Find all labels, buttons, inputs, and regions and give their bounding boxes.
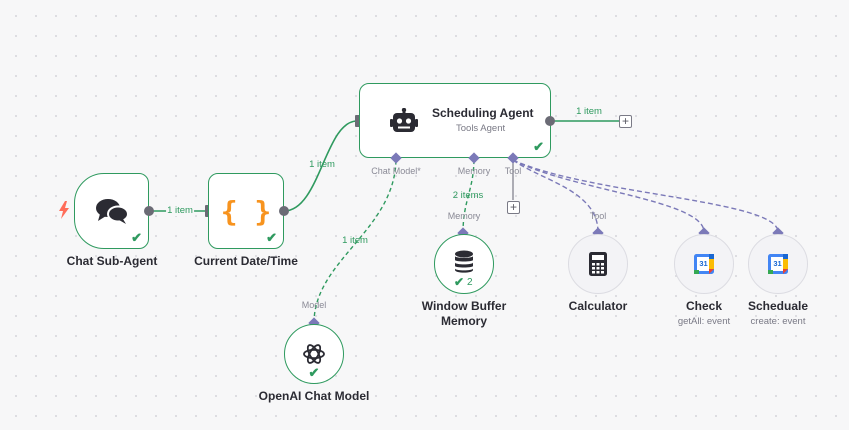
- edge-label-model-link: 1 item: [342, 235, 368, 246]
- success-check-icon: ✔: [454, 275, 465, 289]
- scheduale-node[interactable]: 31: [748, 234, 808, 294]
- memory-label-line1: Window Buffer: [421, 299, 507, 313]
- google-calendar-icon: 31: [694, 254, 714, 274]
- openai-icon: [301, 341, 327, 367]
- calculator-node[interactable]: [568, 234, 628, 294]
- success-check-icon: ✔: [131, 230, 142, 245]
- memory-port-label: Memory: [447, 211, 481, 221]
- agent-output-handle[interactable]: [545, 116, 555, 126]
- edge-memory-link: [462, 157, 475, 234]
- edge-tool-check: [512, 159, 705, 233]
- agent-chat-model-port-label: Chat Model*: [371, 166, 421, 176]
- edge-tool-scheduale: [512, 159, 779, 233]
- check-sublabel: getAll: event: [677, 316, 731, 327]
- google-calendar-icon: 31: [768, 254, 788, 274]
- memory-label-line2: Memory: [440, 314, 488, 328]
- check-node[interactable]: 31: [674, 234, 734, 294]
- agent-memory-port-label: Memory: [457, 166, 491, 176]
- current-date-time-node[interactable]: { } ✔: [208, 173, 284, 249]
- agent-subtitle: Tools Agent: [456, 123, 506, 134]
- current-date-time-label: Current Date/Time: [194, 254, 298, 268]
- chat-bubbles-icon: [95, 197, 129, 225]
- success-check-icon: ✔: [266, 230, 277, 245]
- openai-model-port-label: Model: [301, 300, 327, 310]
- trigger-bolt-icon: [58, 201, 70, 219]
- calendar-day: 31: [699, 259, 708, 268]
- add-next-node-button[interactable]: +: [619, 115, 632, 128]
- chat-output-handle[interactable]: [144, 206, 154, 216]
- scheduale-sublabel: create: event: [750, 316, 806, 327]
- edge-tool-calculator: [512, 159, 599, 233]
- success-check-icon: ✔: [308, 365, 320, 380]
- edge-label-agent-out: 1 item: [576, 106, 602, 117]
- add-tool-button[interactable]: +: [507, 201, 520, 214]
- openai-chat-model-node[interactable]: ✔: [284, 324, 344, 384]
- agent-input-handle[interactable]: [355, 115, 360, 127]
- calculator-icon: [589, 252, 607, 276]
- date-input-handle[interactable]: [205, 205, 210, 217]
- openai-chat-model-label: OpenAI Chat Model: [258, 389, 370, 403]
- chat-sub-agent-node[interactable]: ✔: [74, 173, 149, 249]
- database-icon: [454, 250, 474, 274]
- edge-model-link: [313, 157, 397, 324]
- edge-label-date-to-agent: 1 item: [309, 159, 335, 170]
- chat-sub-agent-label: Chat Sub-Agent: [66, 254, 158, 268]
- edge-label-chat-to-date: 1 item: [166, 205, 194, 216]
- calendar-day: 31: [773, 259, 782, 268]
- date-output-handle[interactable]: [279, 206, 289, 216]
- edge-label-memory-link: 2 items: [452, 190, 484, 201]
- edge-date-to-agent: [283, 120, 358, 212]
- scheduling-agent-node[interactable]: Scheduling Agent Tools Agent ✔: [359, 83, 551, 158]
- robot-icon: [390, 107, 418, 134]
- run-count: 2: [467, 277, 473, 288]
- agent-title: Scheduling Agent: [432, 106, 534, 120]
- curly-braces-icon: { }: [220, 194, 272, 228]
- scheduale-label: Scheduale: [747, 299, 809, 313]
- window-buffer-memory-node[interactable]: ✔ 2: [434, 234, 494, 294]
- agent-tool-port-label: Tool: [504, 166, 522, 176]
- calculator-label: Calculator: [568, 299, 628, 313]
- calculator-port-label: Tool: [589, 211, 607, 221]
- check-label: Check: [685, 299, 723, 313]
- success-check-icon: ✔: [533, 139, 544, 154]
